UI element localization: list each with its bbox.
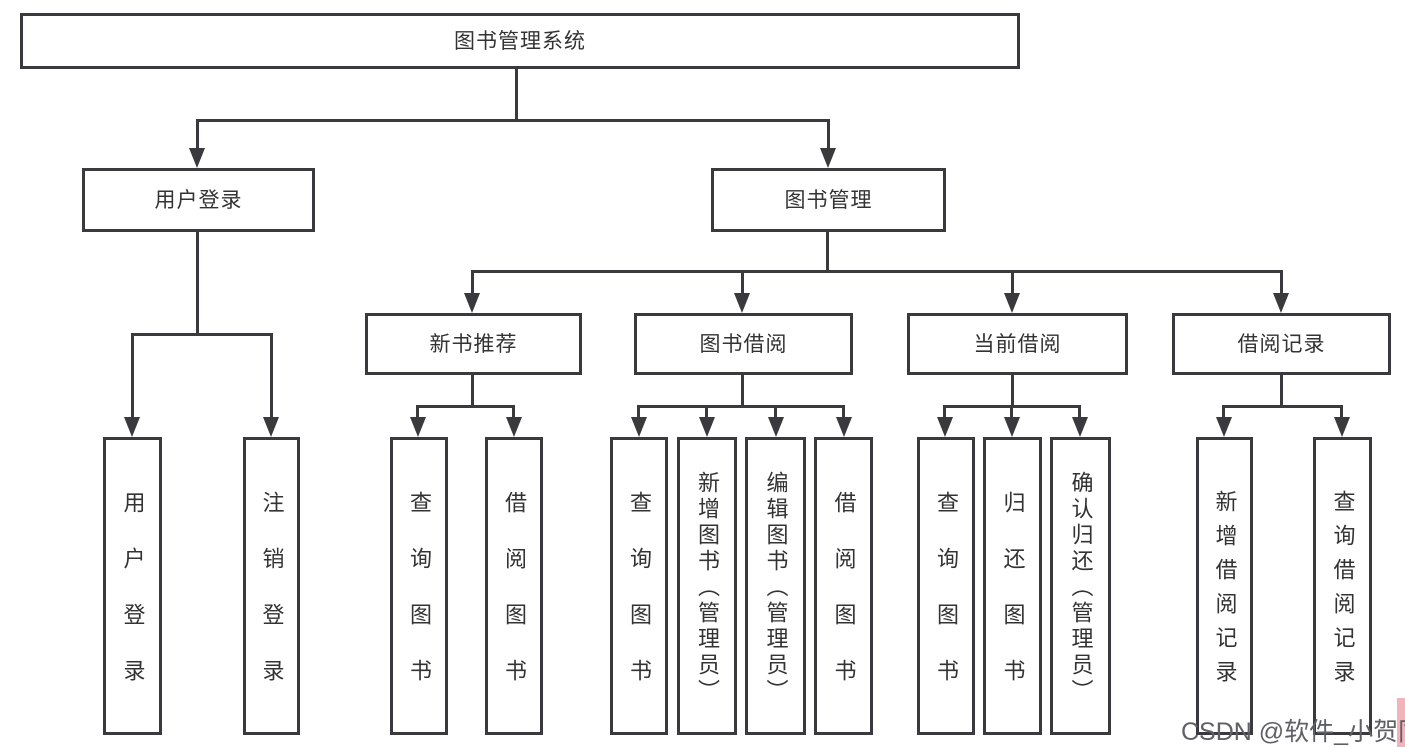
leaf-recommend-query-books: 查询图书	[390, 437, 448, 735]
csdn-watermark: CSDN @软件_小贺同学	[1181, 712, 1405, 747]
leaf-borrow-borrow-books: 借阅图书	[814, 437, 873, 735]
leaf-label: 借阅图书	[831, 491, 857, 715]
connector-current-stem	[1011, 375, 1014, 405]
arrowhead-down-icon	[631, 417, 647, 437]
connector-current-shaft	[1011, 270, 1014, 293]
arrowhead-down-icon	[124, 417, 140, 437]
connector-shaft	[512, 405, 515, 419]
connector-shaft	[1078, 405, 1081, 419]
arrowhead-down-icon	[836, 417, 852, 437]
leaf-label: 查询图书	[407, 491, 432, 715]
arrowhead-down-icon	[1004, 293, 1020, 313]
leaf-label: 查询借阅记录	[1330, 490, 1356, 694]
node-borrow-records: 借阅记录	[1172, 313, 1391, 375]
connector-borrow-shaft	[741, 270, 744, 293]
connector-login-branch	[131, 333, 273, 336]
leaf-logout-label: 注销登录	[259, 491, 285, 715]
leaf-label: 确认归还（管理员）	[1068, 471, 1094, 705]
node-book-management: 图书管理	[711, 168, 946, 232]
leaf-user-login-label: 用户登录	[120, 491, 146, 715]
connector-records-shaft	[1280, 270, 1283, 293]
connector-shaft	[943, 405, 946, 419]
node-book-borrow: 图书借阅	[634, 313, 853, 375]
leaf-records-query-record: 查询借阅记录	[1313, 437, 1372, 735]
leaf-current-confirm-return-admin: 确认归还（管理员）	[1050, 437, 1111, 735]
node-new-book-recommend: 新书推荐	[365, 313, 582, 375]
node-current-borrow: 当前借阅	[907, 313, 1128, 375]
connector-records-branch	[1223, 405, 1343, 408]
leaf-label: 编辑图书（管理员）	[763, 471, 789, 705]
arrowhead-down-icon	[1072, 417, 1088, 437]
corner-pink-strip	[1397, 698, 1405, 747]
connector-recommend-branch	[417, 405, 515, 408]
node-user-login: 用户登录	[82, 168, 315, 232]
node-root-label: 图书管理系统	[454, 29, 586, 53]
node-new-book-recommend-label: 新书推荐	[429, 332, 518, 356]
connector-shaft	[637, 405, 640, 419]
leaf-label: 新增图书（管理员）	[695, 471, 720, 705]
leaf-label: 查询图书	[627, 491, 652, 715]
connector-recommend-stem	[471, 375, 474, 405]
connector-book-mgmt-shaft	[827, 119, 830, 150]
arrowhead-down-icon	[1334, 417, 1350, 437]
leaf-current-return-books: 归还图书	[983, 437, 1042, 735]
node-book-borrow-label: 图书借阅	[699, 332, 788, 356]
leaf-records-add-record: 新增借阅记录	[1196, 437, 1253, 735]
connector-login-leaf2-shaft	[270, 333, 273, 417]
arrowhead-down-icon	[1216, 417, 1232, 437]
connector-shaft	[416, 405, 419, 419]
connector-shaft	[705, 405, 708, 419]
connector-level3-branch	[471, 270, 1283, 273]
connector-records-stem	[1280, 375, 1283, 405]
leaf-label: 借阅图书	[502, 491, 527, 715]
connector-level2-branch	[197, 119, 830, 122]
connector-shaft	[774, 405, 777, 419]
connector-login-stem	[196, 232, 199, 333]
node-root-library-system: 图书管理系统	[20, 13, 1020, 69]
node-book-management-label: 图书管理	[784, 188, 873, 212]
arrowhead-down-icon	[768, 417, 784, 437]
arrowhead-down-icon	[1273, 293, 1289, 313]
connector-recommend-shaft	[471, 270, 474, 293]
connector-shaft	[842, 405, 845, 419]
arrowhead-down-icon	[699, 417, 715, 437]
connector-user-login-shaft	[196, 119, 199, 150]
leaf-borrow-edit-books-admin: 编辑图书（管理员）	[745, 437, 806, 735]
connector-borrow-branch	[637, 405, 845, 408]
connector-shaft	[1010, 405, 1013, 419]
leaf-logout: 注销登录	[243, 437, 300, 735]
arrowhead-down-icon	[1004, 417, 1020, 437]
leaf-label: 新增借阅记录	[1212, 490, 1238, 694]
leaf-recommend-borrow-books: 借阅图书	[485, 437, 543, 735]
leaf-borrow-query-books: 查询图书	[610, 437, 668, 735]
leaf-current-query-books: 查询图书	[917, 437, 975, 735]
leaf-user-login: 用户登录	[103, 437, 162, 735]
arrowhead-down-icon	[189, 148, 205, 168]
arrowhead-down-icon	[734, 293, 750, 313]
watermark-text: CSDN @软件_小贺同	[1181, 718, 1405, 746]
leaf-borrow-add-books-admin: 新增图书（管理员）	[677, 437, 737, 735]
leaf-label: 归还图书	[1000, 491, 1026, 715]
connector-borrow-stem	[741, 375, 744, 405]
arrowhead-down-icon	[506, 417, 522, 437]
arrowhead-down-icon	[464, 293, 480, 313]
arrowhead-down-icon	[820, 148, 836, 168]
arrowhead-down-icon	[263, 417, 279, 437]
connector-mgmt-stem	[826, 232, 829, 270]
node-current-borrow-label: 当前借阅	[973, 332, 1062, 356]
connector-root-stem	[515, 69, 518, 119]
connector-login-leaf1-shaft	[131, 333, 134, 417]
connector-shaft	[1222, 405, 1225, 419]
leaf-label: 查询图书	[934, 491, 959, 715]
connector-shaft	[1340, 405, 1343, 419]
node-borrow-records-label: 借阅记录	[1237, 332, 1326, 356]
node-user-login-label: 用户登录	[154, 188, 243, 212]
arrowhead-down-icon	[937, 417, 953, 437]
arrowhead-down-icon	[410, 417, 426, 437]
